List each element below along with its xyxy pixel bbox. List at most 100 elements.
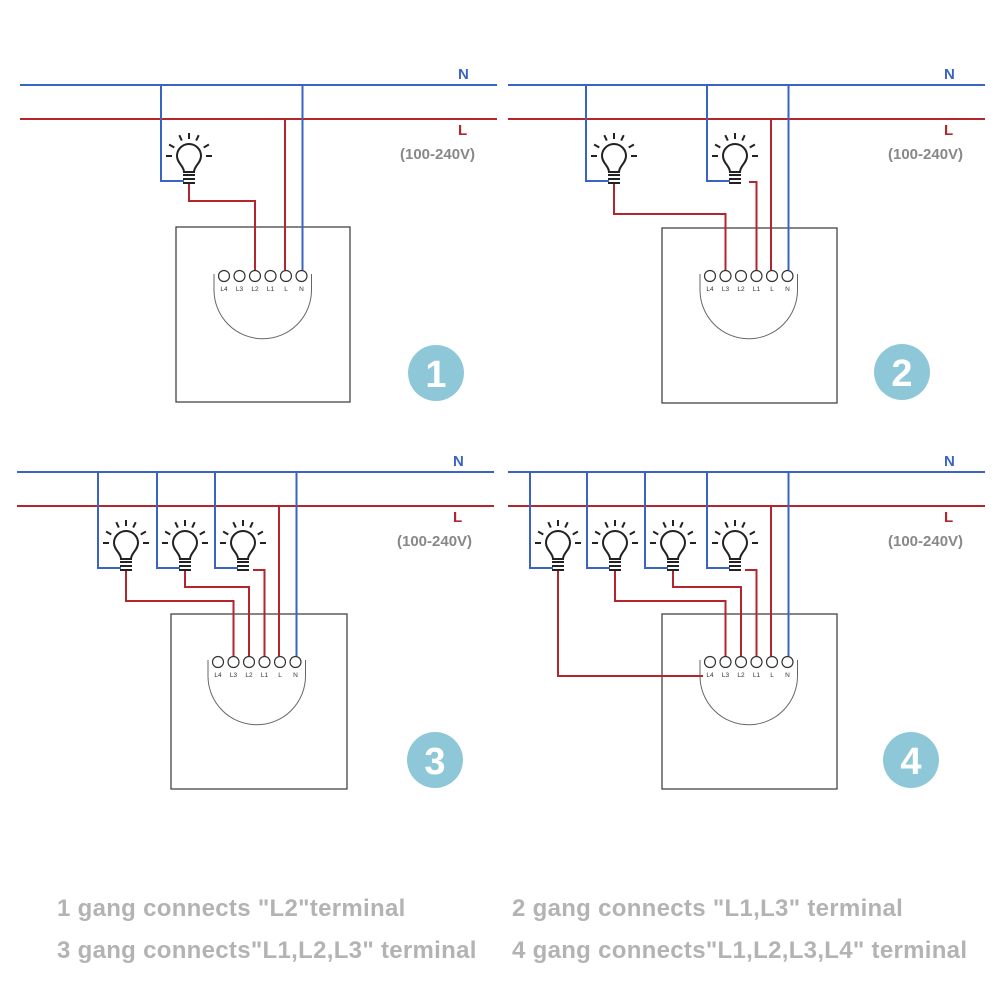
live-label: L [458,122,467,139]
bulb-ray [164,530,171,536]
bulb-ray [537,530,544,536]
voltage-label: (100-240V) [397,533,472,550]
bulb-ray [714,530,721,536]
bulb-glass [600,143,628,173]
terminal-label: N [293,672,298,679]
panel-number-badge [874,344,930,400]
bulb-ray [628,143,635,149]
bulb-ray [749,143,756,149]
neutral-label: N [944,453,955,470]
terminal-screw [264,269,277,283]
terminal-screw [719,269,732,283]
lamp-icon [591,133,637,184]
bulb-ray [741,521,746,529]
lamp-neutral-wire [214,472,238,569]
terminal-label: L2 [251,286,259,293]
bulb-ray [629,530,636,536]
bulb-ray [174,521,179,529]
bulb-glass [171,530,199,560]
terminal-label: L4 [706,286,714,293]
bulb-ray [749,530,756,536]
terminal-label: L1 [267,286,275,293]
lamp-neutral-wire [97,472,121,569]
caption-3-gang: 3 gang connects"L1,L2,L3" terminal [57,937,477,964]
bulb-ray [115,521,120,529]
voltage-label: (100-240V) [400,146,475,163]
terminal-label: L [770,672,774,679]
terminal-screw [227,655,240,669]
bulb-ray [714,143,721,149]
lamp-neutral-wire [160,85,184,182]
lamp-neutral-wire [706,472,730,569]
lamp-neutral-wire [706,85,730,182]
bulb-ray [140,530,147,536]
switched-live-wire [188,184,256,270]
terminal-screw [734,655,748,669]
terminal-label: N [785,286,790,293]
caption-2-gang: 2 gang connects "L1,L3" terminal [512,895,904,922]
lamp-icon [103,520,149,571]
caption-4-gang: 4 gang connects"L1,L2,L3,L4" terminal [512,937,968,964]
terminal-label: L4 [220,286,228,293]
terminal-label: L3 [230,672,238,679]
bulb-ray [593,143,600,149]
terminal-screw [248,269,262,283]
switch-plate [661,227,838,404]
terminal-label: L4 [706,672,714,679]
bulb-glass [659,530,687,560]
bulb-ray [232,521,237,529]
lamp-icon [535,520,581,571]
panel-number: 2 [891,353,912,395]
panel-number-badge [407,732,463,788]
panel-number: 3 [424,741,445,783]
terminal-label: L1 [753,672,761,679]
bulb-ray [547,521,552,529]
terminal-label: L3 [722,286,730,293]
terminal-screw [703,269,717,283]
panel-number-badge [883,732,939,788]
bulb-ray [679,521,684,529]
bulb-glass [544,530,572,560]
lamp-neutral-wire [586,472,610,569]
bulb-ray [594,530,601,536]
lamps [529,472,758,677]
terminal-label: L2 [737,286,745,293]
terminal-label: N [785,672,790,679]
bulb-ray [621,521,626,529]
switched-live-wire [672,571,742,656]
terminal-screw [233,269,246,283]
terminal-label: L1 [261,672,269,679]
lamp-icon [712,133,758,184]
switch-plate [170,613,348,790]
terminal-label: L3 [722,672,730,679]
terminal-screw [781,269,794,283]
bulb-ray [603,134,608,142]
neutral-label: N [453,453,464,470]
switched-live-wire [745,569,758,656]
switched-live-wire [613,184,727,270]
switch-plate [661,613,838,790]
bulb-glass [175,143,203,173]
terminal-screw [211,655,225,669]
bulb-ray [620,134,625,142]
voltage-label: (100-240V) [888,533,963,550]
bulb-glass [721,143,749,173]
terminal-label: L [278,672,282,679]
bulb-ray [257,530,264,536]
switched-live-wire [614,571,727,656]
terminal-screw [703,655,717,669]
terminal-screw [719,655,732,669]
lamp-icon [162,520,208,571]
live-label: L [944,509,953,526]
bulb-ray [652,530,659,536]
terminal-screw [273,655,287,669]
terminal-screw [750,269,763,283]
panel-number: 1 [425,354,446,396]
backbox-outline [699,660,798,726]
bulb-ray [191,521,196,529]
bulb-ray [687,530,694,536]
bulb-glass [601,530,629,560]
lamp-icon [166,133,212,184]
bulb-ray [662,521,667,529]
